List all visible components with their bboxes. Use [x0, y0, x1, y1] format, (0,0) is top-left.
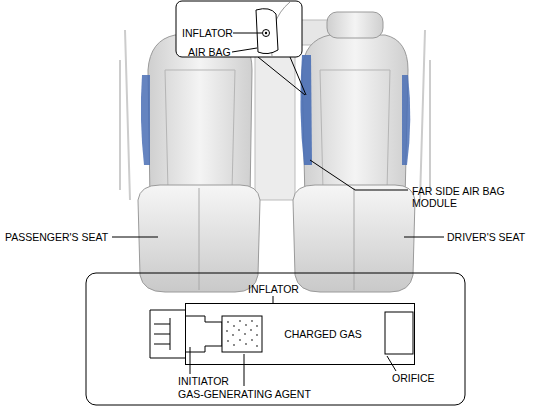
- inflator-body: CHARGED GAS: [185, 303, 415, 365]
- part-label: DRIVER'S SEAT: [447, 231, 525, 243]
- part-label: ORIFICE: [392, 372, 435, 384]
- part-label: GAS-GENERATING AGENT: [178, 388, 311, 400]
- part-label: INITIATOR: [178, 375, 229, 387]
- part-label: PASSENGER'S SEAT: [5, 231, 108, 243]
- node-text: CHARGED GAS: [284, 328, 362, 340]
- part-label: INFLATOR: [182, 27, 233, 39]
- part-label: AIR BAG: [188, 46, 231, 58]
- part-label: INFLATOR: [248, 283, 299, 295]
- part-label: FAR SIDE AIR BAG MODULE: [412, 185, 524, 209]
